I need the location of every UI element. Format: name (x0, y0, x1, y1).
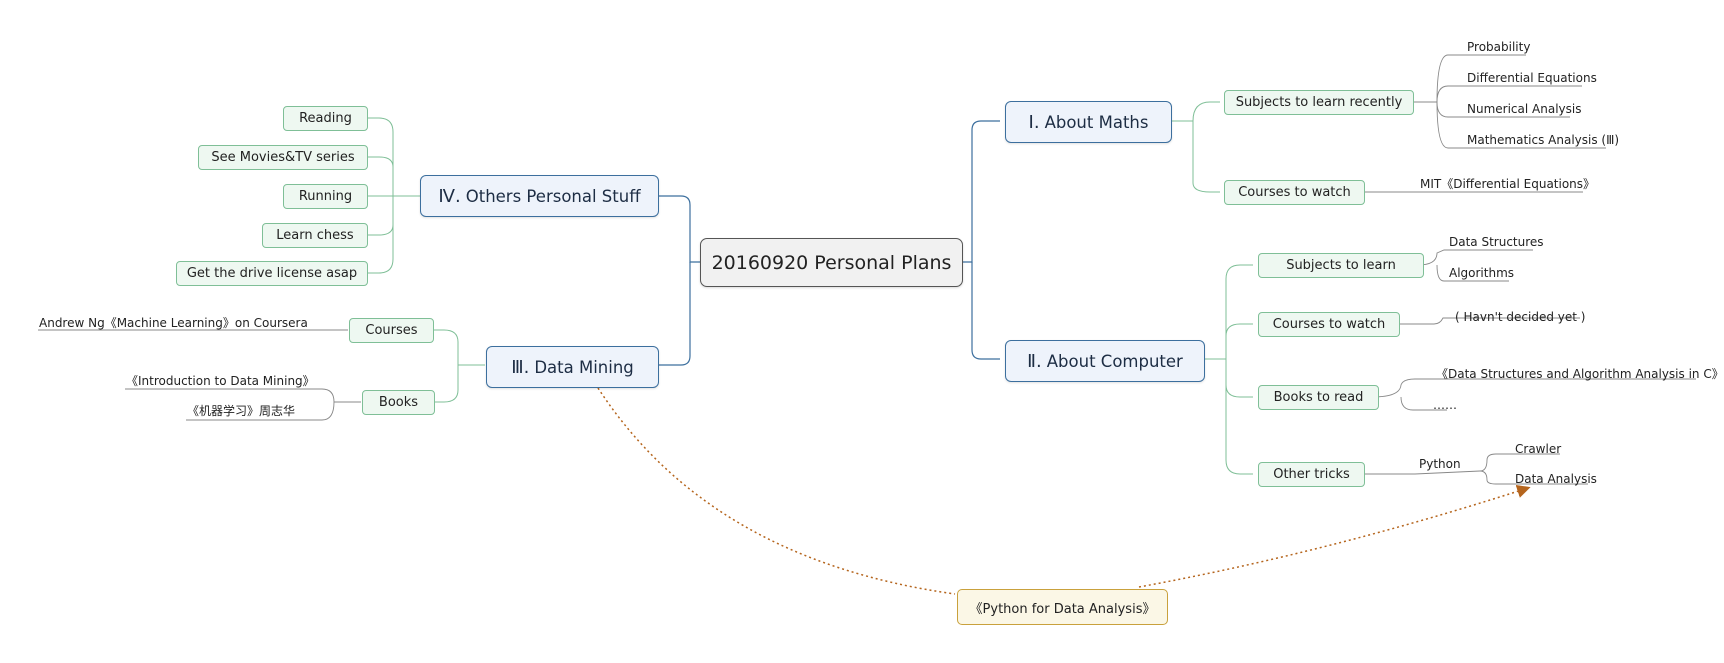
branch-label: Data Mining (534, 357, 634, 377)
branch-label: About Computer (1046, 351, 1183, 371)
others-reading-node[interactable]: Reading (283, 106, 368, 131)
leaf-probability: Probability (1467, 40, 1531, 54)
branch-number: Ⅰ. (1028, 111, 1040, 133)
leaf-machine-learning-zhou: 《机器学习》周志华 (187, 404, 296, 418)
leaf-mathematics-analysis: Mathematics Analysis (Ⅲ) (1467, 133, 1620, 147)
branch-label: About Maths (1044, 112, 1149, 132)
leaf-numerical-analysis: Numerical Analysis (1467, 102, 1582, 116)
branch-number: Ⅲ. (511, 356, 530, 378)
branch-data-mining[interactable]: Ⅲ. Data Mining (486, 346, 659, 388)
datamining-books-node[interactable]: Books (362, 390, 435, 415)
branch-number: Ⅱ. (1027, 350, 1042, 372)
leaf-python: Python (1419, 457, 1461, 471)
branch-about-computer[interactable]: Ⅱ. About Computer (1005, 340, 1205, 382)
floating-topic-python-data-analysis[interactable]: 《Python for Data Analysis》 (957, 589, 1168, 625)
leaf-havnt-decided: ( Havn't decided yet ) (1455, 310, 1586, 324)
sub-branch-lines (366, 101, 1253, 475)
computer-tricks-node[interactable]: Other tricks (1258, 462, 1365, 487)
branch-about-maths[interactable]: Ⅰ. About Maths (1005, 101, 1172, 143)
branch-number: Ⅳ. (438, 185, 461, 207)
others-movies-node[interactable]: See Movies&TV series (198, 145, 368, 170)
relationship-lines (597, 387, 1531, 595)
central-topic[interactable]: 20160920 Personal Plans (700, 238, 963, 287)
leaf-differential-equations: Differential Equations (1467, 71, 1597, 85)
computer-books-node[interactable]: Books to read (1258, 385, 1379, 410)
leaf-andrew-ng: Andrew Ng《Machine Learning》on Coursera (39, 316, 308, 330)
leaf-intro-data-mining: 《Introduction to Data Mining》 (126, 374, 315, 388)
leaf-ellipsis: …… (1433, 398, 1457, 412)
leaf-crawler: Crawler (1515, 442, 1562, 456)
leaf-data-analysis: Data Analysis (1515, 472, 1597, 486)
leaf-algorithms: Algorithms (1449, 266, 1515, 280)
computer-courses-node[interactable]: Courses to watch (1258, 312, 1400, 337)
computer-subjects-node[interactable]: Subjects to learn (1258, 253, 1424, 278)
maths-courses-node[interactable]: Courses to watch (1224, 180, 1365, 205)
maths-subjects-node[interactable]: Subjects to learn recently (1224, 90, 1414, 115)
branch-others-personal-stuff[interactable]: Ⅳ. Others Personal Stuff (420, 175, 659, 217)
leaf-mit-differential-equations: MIT《Differential Equations》 (1420, 177, 1596, 191)
others-drive-license-node[interactable]: Get the drive license asap (176, 261, 368, 286)
others-running-node[interactable]: Running (283, 184, 368, 209)
leaf-data-structures: Data Structures (1449, 235, 1544, 249)
main-branch-lines (655, 120, 1000, 366)
datamining-courses-node[interactable]: Courses (349, 318, 434, 343)
branch-label: Others Personal Stuff (465, 186, 641, 206)
others-chess-node[interactable]: Learn chess (262, 223, 368, 248)
leaf-data-structures-book: 《Data Structures and Algorithm Analysis … (1436, 367, 1724, 381)
